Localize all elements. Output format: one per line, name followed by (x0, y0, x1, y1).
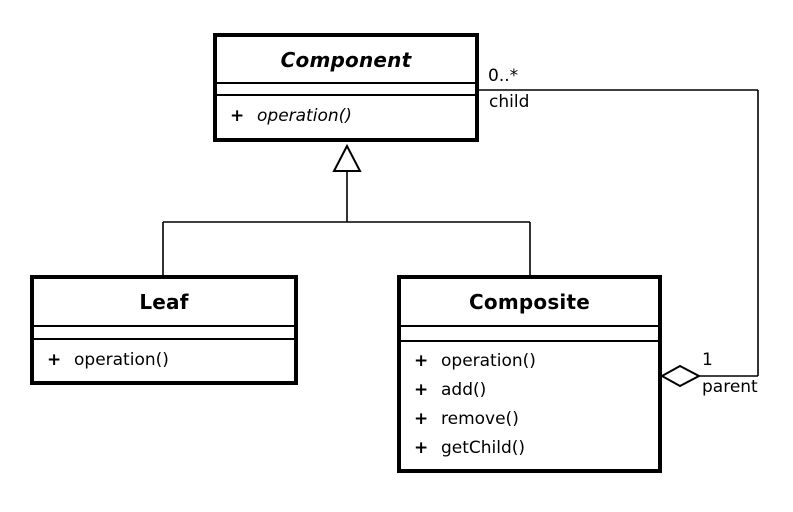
methods-compartment-leaf: + operation() (34, 340, 294, 381)
class-box-composite: Composite + operation() + add() + remove… (397, 275, 662, 473)
visibility-plus: + (414, 409, 429, 429)
visibility-plus: + (414, 438, 429, 458)
method-operation: + operation() (230, 101, 475, 131)
method-add: + add() (414, 376, 658, 405)
method-remove: + remove() (414, 405, 658, 434)
method-operation: + operation() (414, 347, 658, 376)
visibility-plus: + (414, 380, 429, 400)
methods-compartment-component: + operation() (217, 96, 475, 138)
class-box-leaf: Leaf + operation() (30, 275, 298, 385)
multiplicity-label-child: 0..* (488, 66, 519, 86)
visibility-plus: + (414, 351, 429, 371)
visibility-plus: + (230, 106, 245, 126)
method-signature: operation() (74, 350, 169, 370)
generalization-edge (162, 170, 531, 275)
aggregation-edge (479, 89, 759, 377)
attributes-compartment-component (217, 82, 475, 96)
class-box-component: Component + operation() (213, 33, 479, 142)
visibility-plus: + (47, 350, 62, 370)
method-signature: remove() (441, 409, 519, 429)
role-label-parent: parent (702, 377, 758, 397)
methods-compartment-composite: + operation() + add() + remove() + getCh… (401, 342, 658, 469)
class-name-leaf: Leaf (139, 290, 189, 314)
method-signature: operation() (257, 106, 352, 126)
role-label-child: child (489, 92, 530, 112)
aggregation-diamond-icon (659, 364, 702, 388)
attributes-compartment-leaf (34, 325, 294, 340)
method-signature: add() (441, 380, 487, 400)
class-name-composite: Composite (469, 290, 590, 314)
attributes-compartment-composite (401, 325, 658, 342)
multiplicity-label-parent: 1 (702, 350, 713, 370)
method-getchild: + getChild() (414, 434, 658, 463)
method-operation: + operation() (47, 345, 294, 375)
method-signature: operation() (441, 351, 536, 371)
class-name-component: Component (280, 47, 412, 72)
inheritance-triangle-icon (332, 143, 362, 172)
method-signature: getChild() (441, 438, 526, 458)
